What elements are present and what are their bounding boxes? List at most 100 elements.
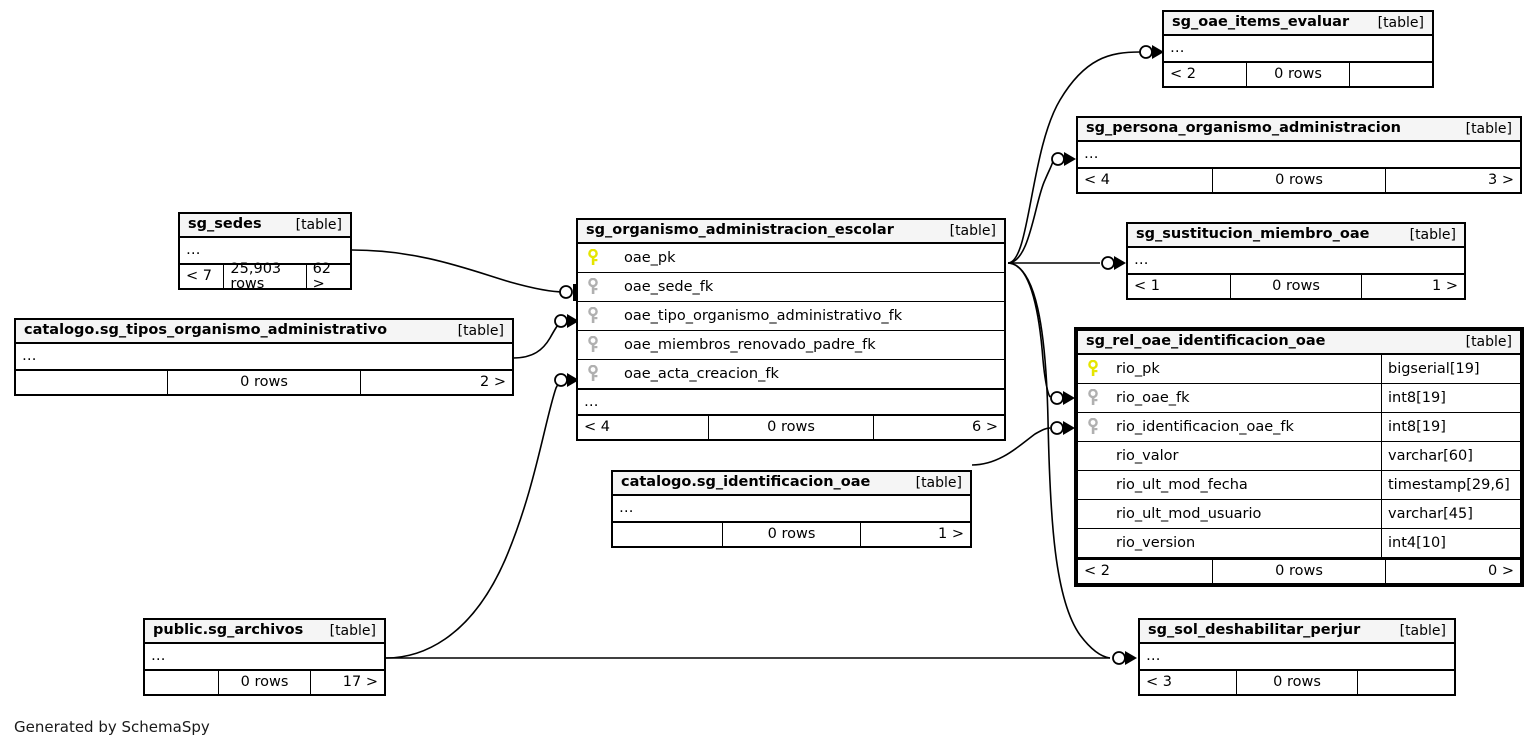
no-key-spacer — [1078, 500, 1108, 528]
table-row[interactable]: rio_pk bigserial[19] — [1078, 355, 1520, 384]
table-header: sg_organismo_administracion_escolar [tab… — [578, 220, 1004, 244]
table-public-sg_archivos[interactable]: public.sg_archivos [table] … 0 rows 17 > — [143, 618, 386, 696]
columns-ellipsis: … — [151, 648, 167, 665]
table-row[interactable]: oae_pk — [578, 244, 1004, 273]
column-name: rio_oae_fk — [1116, 389, 1190, 406]
column-name: oae_tipo_organismo_administrativo_fk — [624, 307, 903, 324]
no-key-spacer — [1078, 529, 1108, 557]
table-sg_rel_oae_identificacion_oae[interactable]: sg_rel_oae_identificacion_oae [table] ri… — [1074, 327, 1524, 587]
table-row[interactable]: oae_tipo_organismo_administrativo_fk — [578, 302, 1004, 331]
table-type-label: [table] — [915, 474, 962, 491]
table-title: sg_persona_organismo_administracion — [1086, 120, 1401, 137]
footer-rowcount: 0 rows — [166, 371, 360, 394]
footer-rowcount: 0 rows — [707, 416, 874, 439]
table-row[interactable]: rio_valor varchar[60] — [1078, 442, 1520, 471]
footer-rowcount: 0 rows — [1245, 63, 1350, 86]
table-catalogo-sg_identificacion_oae[interactable]: catalogo.sg_identificacion_oae [table] …… — [611, 470, 972, 548]
footer-parents: < 2 — [1170, 66, 1196, 83]
table-footer: < 7 25,903 rows 62 > — [180, 262, 350, 291]
footer-children: 3 > — [1384, 169, 1520, 192]
foreign-key-icon — [1078, 413, 1108, 441]
table-header: sg_oae_items_evaluar [table] — [1164, 12, 1432, 36]
table-catalogo-sg_tipos_organismo_administrativo[interactable]: catalogo.sg_tipos_organismo_administrati… — [14, 318, 514, 396]
table-header: public.sg_archivos [table] — [145, 620, 384, 644]
table-title: catalogo.sg_identificacion_oae — [621, 474, 871, 491]
primary-key-icon — [1078, 355, 1108, 383]
table-row[interactable]: oae_sede_fk — [578, 273, 1004, 302]
footer-parents: < 7 — [186, 268, 212, 285]
no-key-spacer — [1078, 442, 1108, 470]
column-type: bigserial[19] — [1381, 355, 1520, 383]
column-type: varchar[45] — [1381, 500, 1520, 528]
table-header: sg_sustitucion_miembro_oae [table] — [1128, 224, 1464, 248]
column-name: oae_sede_fk — [624, 278, 714, 295]
table-type-label: [table] — [295, 216, 342, 233]
edge-oae-to-rel-oae — [1007, 262, 1051, 398]
column-name: rio_identificacion_oae_fk — [1116, 418, 1294, 435]
table-footer: < 4 0 rows 6 > — [578, 414, 1004, 439]
table-row[interactable]: oae_miembros_renovado_padre_fk — [578, 331, 1004, 360]
table-sg_persona_organismo_administracion[interactable]: sg_persona_organismo_administracion [tab… — [1076, 116, 1522, 194]
foreign-key-icon — [578, 273, 608, 301]
columns-ellipsis: … — [1134, 252, 1150, 269]
table-sg_sol_deshabilitar_perjur[interactable]: sg_sol_deshabilitar_perjur [table] … < 3… — [1138, 618, 1456, 696]
table-title: sg_sustitucion_miembro_oae — [1136, 226, 1370, 243]
column-name: rio_valor — [1116, 447, 1179, 464]
footer-children: 17 > — [310, 671, 384, 694]
column-name: oae_pk — [624, 249, 676, 266]
table-footer: < 2 0 rows — [1164, 61, 1432, 86]
columns-ellipsis: … — [1084, 146, 1100, 163]
table-row[interactable]: rio_ult_mod_fecha timestamp[29,6] — [1078, 471, 1520, 500]
table-footer: < 4 0 rows 3 > — [1078, 167, 1520, 192]
table-sg_sustitucion_miembro_oae[interactable]: sg_sustitucion_miembro_oae [table] … < 1… — [1126, 222, 1466, 300]
column-type: timestamp[29,6] — [1381, 471, 1520, 499]
table-row[interactable]: rio_identificacion_oae_fk int8[19] — [1078, 413, 1520, 442]
footer-children — [1357, 671, 1454, 694]
footer-children: 1 > — [1360, 275, 1464, 298]
footer-parents: < 4 — [584, 419, 610, 436]
foreign-key-icon — [578, 302, 608, 330]
foreign-key-icon — [578, 331, 608, 359]
footer-parents — [16, 371, 167, 394]
edge-tipos-to-oae-tipo — [512, 320, 562, 359]
footer-rowcount: 0 rows — [1235, 671, 1358, 694]
table-title: sg_organismo_administracion_escolar — [586, 222, 894, 239]
foreign-key-icon — [578, 360, 608, 388]
table-row[interactable]: rio_version int4[10] — [1078, 529, 1520, 558]
footer-children: 6 > — [873, 416, 1004, 439]
table-row[interactable]: rio_ult_mod_usuario varchar[45] — [1078, 500, 1520, 529]
footer-rowcount: 0 rows — [1212, 169, 1384, 192]
table-header: sg_sedes [table] — [180, 214, 350, 238]
table-sg_sedes[interactable]: sg_sedes [table] … < 7 25,903 rows 62 > — [178, 212, 352, 291]
table-type-label: [table] — [1377, 14, 1424, 31]
footer-parents: < 1 — [1134, 278, 1160, 295]
column-name: oae_acta_creacion_fk — [624, 365, 779, 382]
footer-rowcount: 25,903 rows — [223, 262, 305, 291]
column-name: rio_pk — [1116, 360, 1160, 377]
table-sg_oae_items_evaluar[interactable]: sg_oae_items_evaluar [table] … < 2 0 row… — [1162, 10, 1434, 88]
table-type-label: [table] — [1465, 120, 1512, 137]
table-header: sg_rel_oae_identificacion_oae [table] — [1078, 331, 1520, 355]
column-type: int8[19] — [1381, 413, 1520, 441]
column-name: oae_miembros_renovado_padre_fk — [624, 336, 876, 353]
table-header: sg_persona_organismo_administracion [tab… — [1078, 118, 1520, 142]
table-type-label: [table] — [949, 222, 996, 239]
footer-rowcount: 0 rows — [1230, 275, 1360, 298]
table-footer: < 2 0 rows 0 > — [1078, 558, 1520, 583]
table-row[interactable]: oae_acta_creacion_fk — [578, 360, 1004, 389]
footer-rowcount: 0 rows — [721, 523, 861, 546]
table-title: catalogo.sg_tipos_organismo_administrati… — [24, 322, 388, 339]
generated-by-credit: Generated by SchemaSpy — [14, 718, 210, 736]
footer-parents: < 2 — [1084, 563, 1110, 580]
columns-ellipsis: … — [22, 348, 38, 365]
table-sg_organismo_administracion_escolar[interactable]: sg_organismo_administracion_escolar [tab… — [576, 218, 1006, 441]
table-footer: 0 rows 2 > — [16, 369, 512, 394]
footer-children: 62 > — [305, 262, 350, 291]
footer-children: 1 > — [860, 523, 970, 546]
column-name: rio_ult_mod_usuario — [1116, 505, 1262, 522]
footer-children: 0 > — [1384, 560, 1520, 583]
table-row[interactable]: rio_oae_fk int8[19] — [1078, 384, 1520, 413]
table-title: sg_sol_deshabilitar_perjur — [1148, 622, 1361, 639]
edge-oae-to-persona — [1007, 158, 1054, 264]
